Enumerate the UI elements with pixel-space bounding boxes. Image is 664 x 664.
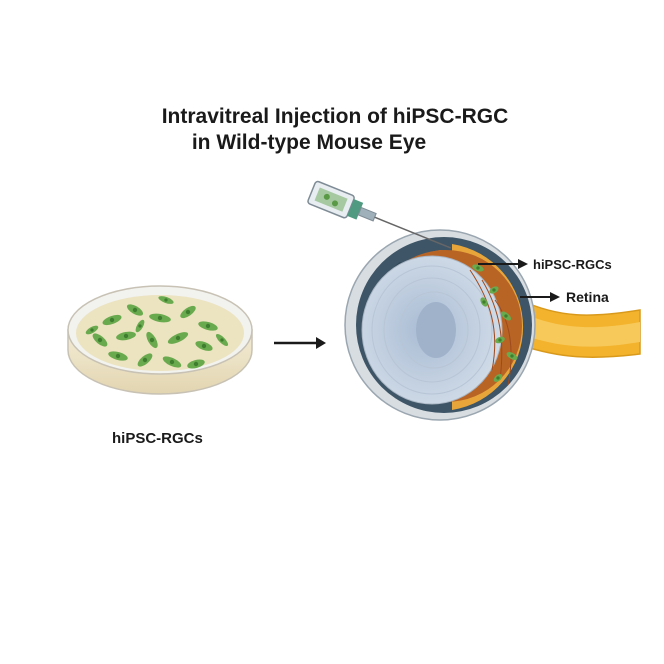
- cell-nucleus: [110, 318, 114, 322]
- cell-nucleus: [220, 338, 223, 341]
- injected-cells-label: hiPSC-RGCs: [533, 257, 612, 272]
- cell-nucleus: [492, 288, 495, 291]
- cell-nucleus: [186, 310, 190, 314]
- cell-nucleus: [164, 298, 167, 301]
- cell-nucleus: [176, 336, 180, 340]
- dish-cell-label: hiPSC-RGCs: [112, 430, 203, 447]
- cell-nucleus: [496, 376, 499, 379]
- petri-dish-icon: [68, 286, 252, 394]
- cell-nucleus: [133, 308, 137, 312]
- cell-nucleus: [158, 316, 162, 320]
- arrow-right-icon: [274, 337, 326, 349]
- cell-nucleus: [150, 338, 154, 342]
- cell-nucleus: [90, 328, 93, 331]
- cell-nucleus: [476, 266, 479, 269]
- cell-nucleus: [498, 338, 501, 341]
- cell-nucleus: [510, 354, 513, 357]
- cell-nucleus: [206, 324, 210, 328]
- cell-nucleus: [124, 334, 128, 338]
- cell-nucleus: [482, 300, 485, 303]
- cell-nucleus: [98, 338, 102, 342]
- cell-nucleus: [116, 354, 120, 358]
- cell-nucleus: [194, 362, 198, 366]
- retina-label: Retina: [566, 289, 609, 305]
- cell-nucleus: [170, 360, 174, 364]
- cell-nucleus: [143, 358, 147, 362]
- cell-nucleus: [202, 344, 206, 348]
- cell-nucleus: [504, 314, 507, 317]
- cell-nucleus: [138, 324, 141, 327]
